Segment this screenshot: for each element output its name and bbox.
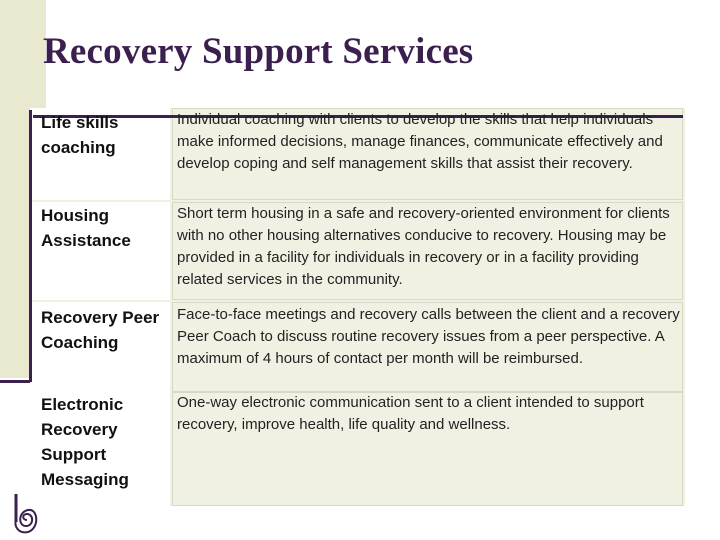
service-name-cell [30, 302, 170, 392]
service-description: Face-to-face meetings and recovery calls… [177, 306, 680, 367]
service-description-cell [172, 392, 683, 506]
service-description-cell [172, 202, 683, 300]
service-name-cell [30, 202, 170, 300]
service-name: Housing Assistance [41, 206, 131, 250]
service-name: Life skills coaching [41, 113, 119, 157]
service-description-cell [172, 302, 683, 392]
service-name-cell [30, 108, 170, 200]
service-description: One-way electronic communication sent to… [177, 394, 644, 433]
spiral-logo-icon [14, 494, 38, 534]
table-row [30, 392, 685, 506]
table-row [30, 202, 685, 300]
service-description: Short term housing in a safe and recover… [177, 205, 670, 288]
service-description: Individual coaching with clients to deve… [177, 111, 663, 172]
service-name: Recovery Peer Coaching [41, 308, 160, 352]
service-description-cell [172, 108, 683, 200]
table-row [30, 108, 685, 200]
services-table [30, 108, 685, 506]
service-name-cell [30, 392, 170, 506]
service-name: Electronic Recovery Support Messaging [41, 395, 129, 489]
side-decoration-rule [0, 380, 46, 383]
title-underline-rule [33, 115, 683, 118]
page-title: Recovery Support Services [43, 31, 474, 72]
left-accent-line [29, 110, 32, 382]
table-row [30, 302, 685, 392]
